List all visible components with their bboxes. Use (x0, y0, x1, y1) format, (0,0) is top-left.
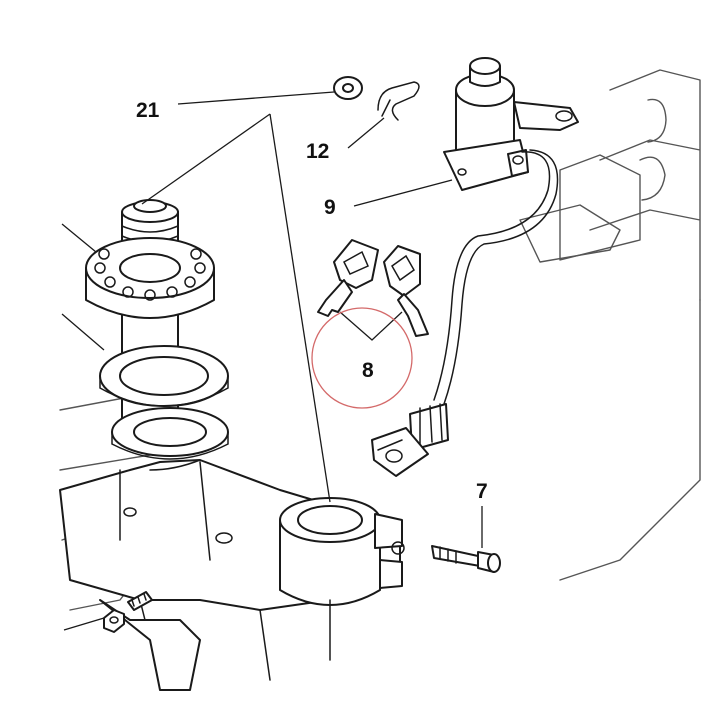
ignition-switch (443, 57, 579, 191)
callout-21: 21 (136, 99, 160, 122)
set-screw (127, 591, 153, 611)
hex-nut (103, 609, 125, 633)
wire-connector (371, 403, 449, 477)
bearing-rollers (94, 248, 206, 301)
clamp-bolt (431, 545, 501, 573)
wiring-harness (433, 149, 559, 405)
leader-lines (61, 91, 483, 631)
ignition-key-left (317, 239, 379, 317)
highlight-circle (311, 307, 413, 409)
callout-12: 12 (306, 140, 329, 163)
callout-9: 9 (324, 196, 336, 219)
steering-stem-assembly (85, 199, 229, 460)
callout-7: 7 (476, 480, 488, 503)
lower-triple-clamp (59, 459, 405, 691)
washer (333, 76, 363, 100)
retaining-clip (377, 81, 420, 121)
ignition-key-right (383, 245, 429, 337)
callout-8: 8 (362, 359, 374, 382)
